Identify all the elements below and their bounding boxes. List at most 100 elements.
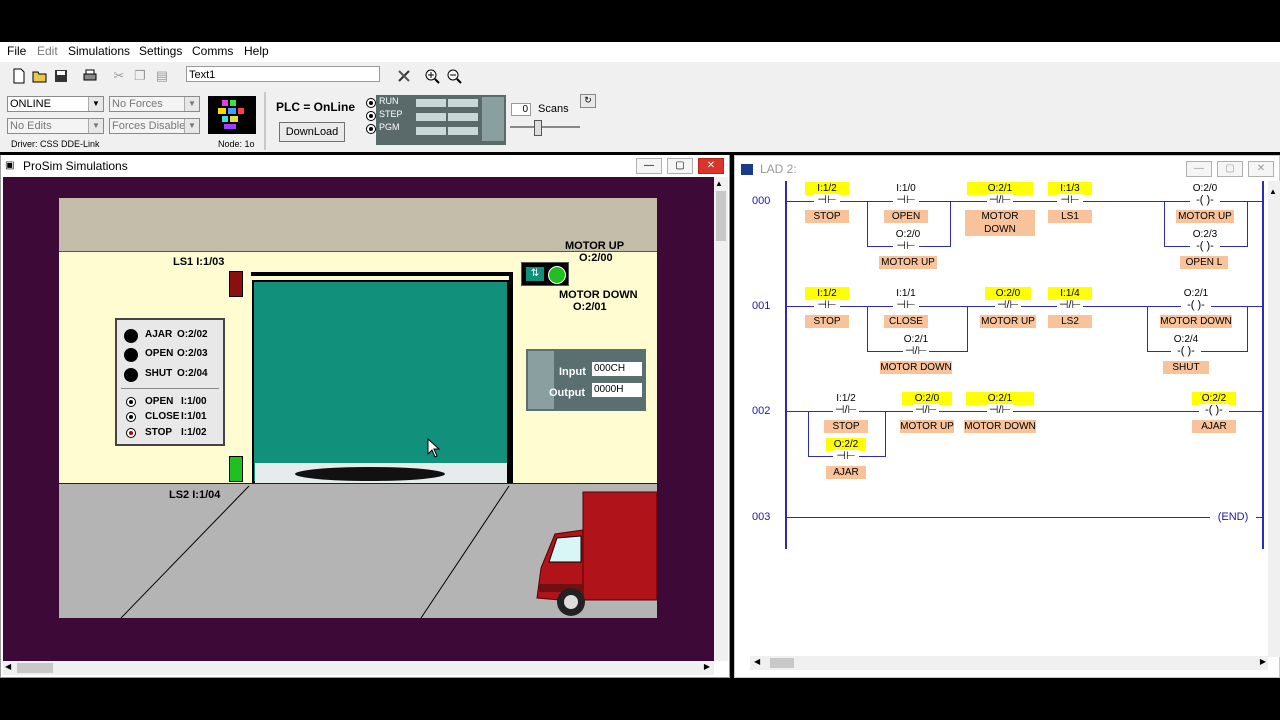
coil-tag: O:2/3	[1192, 229, 1218, 240]
input-value: 000CH	[592, 362, 642, 376]
pgm-radio[interactable]	[366, 124, 376, 134]
branch-line	[808, 411, 809, 457]
scan-slider[interactable]	[510, 126, 580, 128]
close-button[interactable]: ✕	[698, 158, 724, 174]
plc-state-label: PLC = OnLine	[276, 100, 356, 114]
copy-icon[interactable]: ❐	[134, 68, 146, 83]
contact-tag: I:1/3	[1048, 182, 1092, 195]
shut-lamp	[124, 368, 138, 382]
contact-tag: O:2/2	[826, 438, 866, 451]
maximize-button[interactable]: ▢	[667, 158, 693, 174]
menu-comms[interactable]: Comms	[192, 44, 234, 58]
branch-line	[885, 411, 886, 457]
no-contact-icon[interactable]: ⊣⊢	[893, 240, 919, 253]
coil-icon[interactable]: -( )-	[1190, 240, 1220, 253]
coil-tag: O:2/2	[1192, 392, 1236, 405]
run-radio[interactable]	[366, 98, 376, 108]
menu-settings[interactable]: Settings	[139, 44, 183, 58]
no-contact-icon[interactable]: ⊣⊢	[833, 450, 859, 463]
edits-combo[interactable]: No Edits▼	[7, 118, 104, 134]
nc-contact-icon[interactable]: ⊣/⊢	[913, 404, 939, 417]
no-contact-icon[interactable]: ⊣⊢	[893, 194, 919, 207]
control-panel: AJAR O:2/02 OPEN O:2/03 SHUT O:2/04 OPEN…	[115, 318, 225, 446]
nc-contact-icon[interactable]: ⊣/⊢	[987, 194, 1013, 207]
coil-icon[interactable]: -( )-	[1190, 194, 1220, 207]
minimize-button[interactable]: —	[636, 158, 662, 174]
branch-line	[1247, 306, 1248, 352]
lad-vertical-scrollbar[interactable]: ▲	[1268, 181, 1280, 657]
open-icon[interactable]	[30, 66, 50, 86]
coil-tag: O:2/4	[1173, 334, 1199, 345]
door-bottom-strip	[255, 463, 507, 483]
print-icon[interactable]	[80, 66, 100, 86]
close-button[interactable]: ✕	[1248, 161, 1274, 177]
open-button-addr: I:1/00	[181, 396, 207, 407]
mode-combo[interactable]: ONLINE▼	[7, 96, 104, 112]
coil-icon[interactable]: -( )-	[1181, 299, 1211, 312]
maximize-button[interactable]: ▢	[1217, 161, 1243, 177]
ls2-switch	[229, 456, 243, 482]
rung-number: 002	[752, 405, 771, 417]
close-button-addr: I:1/01	[181, 411, 207, 422]
refresh-icon[interactable]: ↻	[580, 94, 596, 108]
new-icon[interactable]	[9, 66, 29, 86]
right-power-rail	[1262, 181, 1264, 549]
contact-tag: O:2/0	[895, 229, 921, 240]
coil-icon[interactable]: -( )-	[1199, 404, 1229, 417]
open-button[interactable]	[126, 397, 136, 407]
nc-contact-icon[interactable]: ⊣/⊢	[833, 404, 859, 417]
rung-number: 000	[752, 195, 771, 207]
no-contact-icon[interactable]: ⊣⊢	[814, 299, 840, 312]
window-icon: ▣	[5, 160, 15, 171]
cut-icon[interactable]: ✂	[113, 68, 125, 83]
contact-tag: O:2/1	[966, 392, 1034, 405]
download-button[interactable]: DownLoad	[279, 122, 345, 142]
zoom-in-icon[interactable]	[422, 66, 442, 86]
forces-combo[interactable]: No Forces▼	[109, 96, 200, 112]
no-contact-icon[interactable]: ⊣⊢	[814, 194, 840, 207]
motor-up-label: MOTOR UP	[565, 240, 625, 252]
horizontal-scrollbar[interactable]: ◀ ▶	[3, 661, 714, 675]
forces-disabled-value: Forces Disabled	[112, 120, 192, 132]
close-door-button[interactable]	[126, 412, 136, 422]
close-button-label: CLOSE	[145, 411, 180, 422]
coil-name: AJAR	[1192, 420, 1236, 433]
coil-name: MOTOR UP	[1176, 210, 1234, 223]
minimize-button[interactable]: —	[1186, 161, 1212, 177]
nc-contact-icon[interactable]: ⊣/⊢	[987, 404, 1013, 417]
menu-simulations[interactable]: Simulations	[68, 44, 131, 58]
text-field[interactable]: Text1	[186, 66, 380, 82]
nc-contact-icon[interactable]: ⊣/⊢	[995, 299, 1021, 312]
menu-edit[interactable]: Edit	[37, 44, 58, 58]
end-instruction[interactable]: (END)	[1210, 511, 1256, 524]
no-contact-icon[interactable]: ⊣⊢	[893, 299, 919, 312]
scans-label: Scans	[538, 103, 569, 115]
step-radio[interactable]	[366, 111, 376, 121]
tools-icon[interactable]	[394, 66, 414, 86]
coil-icon[interactable]: -( )-	[1171, 345, 1201, 358]
contact-name: OPEN	[884, 210, 928, 223]
ls1-switch	[229, 271, 243, 297]
io-module: 000CH 0000H	[526, 349, 646, 411]
motor-indicator-icon	[548, 266, 566, 284]
paste-icon[interactable]: ▤	[155, 68, 169, 83]
zoom-out-icon[interactable]	[444, 66, 464, 86]
vertical-scrollbar[interactable]: ▲	[714, 177, 728, 661]
lad-horizontal-scrollbar[interactable]: ◀ ▶	[750, 656, 1268, 670]
no-contact-icon[interactable]: ⊣⊢	[1057, 194, 1083, 207]
rung-line	[787, 517, 1262, 518]
scan-slider-thumb[interactable]	[534, 120, 542, 136]
stop-button[interactable]	[126, 428, 136, 438]
nc-contact-icon[interactable]: ⊣/⊢	[1057, 299, 1083, 312]
ajar-lamp-label: AJAR	[145, 329, 173, 340]
menu-help[interactable]: Help	[244, 44, 269, 58]
stop-button-label: STOP	[145, 427, 173, 438]
mode-combo-value: ONLINE	[10, 98, 51, 110]
divider	[264, 92, 266, 150]
nc-contact-icon[interactable]: ⊣/⊢	[903, 345, 929, 358]
branch-line	[967, 306, 968, 352]
forces-disabled-combo[interactable]: Forces Disabled▼	[109, 118, 200, 134]
scans-field[interactable]: 0	[511, 103, 531, 116]
menu-file[interactable]: File	[7, 44, 27, 58]
save-icon[interactable]	[51, 66, 71, 86]
